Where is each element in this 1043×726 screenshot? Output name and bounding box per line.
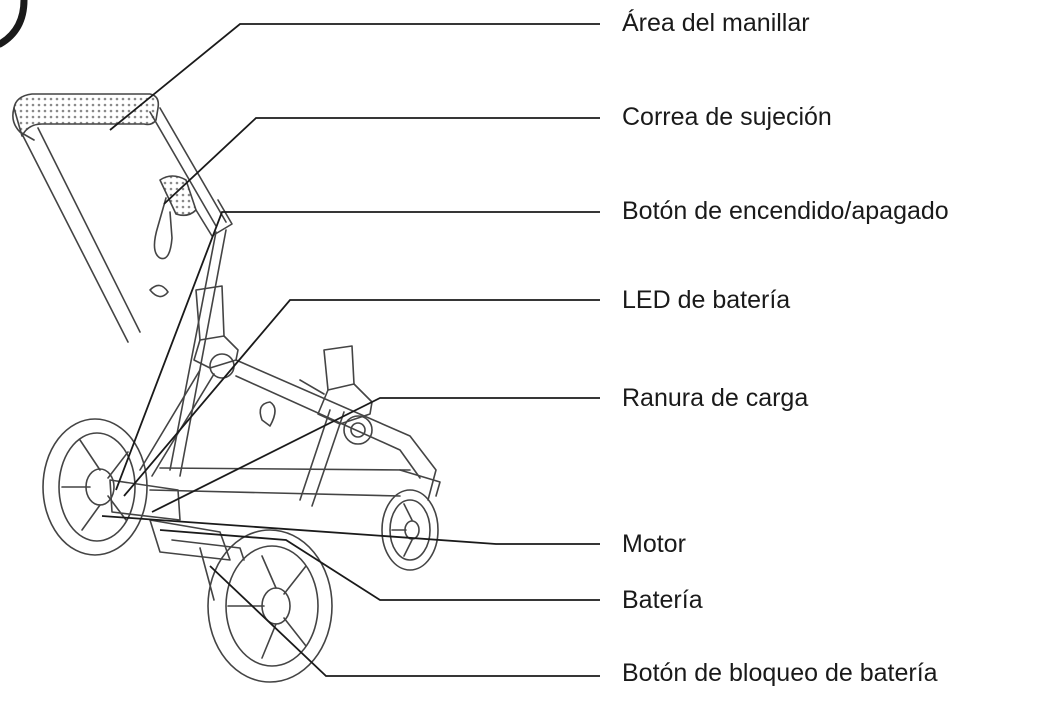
leader-battery	[160, 530, 600, 600]
seat-adapters	[194, 286, 372, 444]
callout-led: LED de batería	[622, 283, 790, 317]
handle-tubes	[22, 108, 232, 476]
leader-lines	[102, 24, 600, 676]
rear-wheel	[208, 530, 332, 682]
callout-handlebar: Área del manillar	[622, 6, 810, 40]
front-right-wheel	[382, 490, 438, 570]
callout-battery: Batería	[622, 583, 703, 617]
strap	[154, 176, 196, 259]
callout-lock: Botón de bloqueo de batería	[622, 656, 952, 690]
leader-strap	[164, 118, 600, 204]
callout-power: Botón de encendido/apagado	[622, 194, 949, 228]
leader-lock	[210, 566, 600, 676]
handlebar	[13, 94, 158, 140]
leader-power	[116, 212, 600, 490]
callout-strap: Correa de sujeción	[622, 100, 832, 134]
callout-charge: Ranura de carga	[622, 381, 808, 415]
step-number-circle	[0, 0, 24, 44]
callout-motor: Motor	[622, 527, 686, 561]
frame	[140, 360, 440, 506]
battery-pack	[110, 480, 244, 600]
leader-handlebar	[110, 24, 600, 130]
